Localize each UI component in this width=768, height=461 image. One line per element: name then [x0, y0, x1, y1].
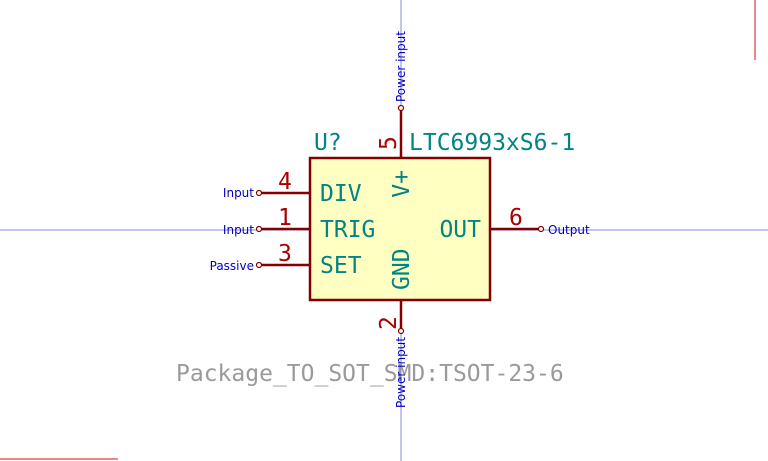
- pin-set-name: SET: [320, 253, 362, 279]
- pin-vplus-end[interactable]: [397, 104, 405, 112]
- pin-set-end[interactable]: [255, 261, 263, 269]
- pin-vplus-number: 5: [376, 136, 402, 150]
- pin-set-type: Passive: [210, 259, 254, 273]
- pin-div-type: Input: [223, 186, 254, 200]
- pin-trig-number: 1: [278, 205, 292, 231]
- pin-out-end[interactable]: [537, 225, 545, 233]
- pin-set-number: 3: [278, 241, 292, 267]
- pin-trig-name: TRIG: [320, 217, 375, 243]
- pin-gnd-name: GND: [389, 248, 415, 290]
- symbol-reference[interactable]: U?: [314, 130, 342, 156]
- pin-div-name: DIV: [320, 181, 362, 207]
- pin-vplus-name: V+: [389, 170, 415, 198]
- symbol-footprint[interactable]: Package_TO_SOT_SMD:TSOT-23-6: [176, 361, 564, 387]
- pin-vplus-type: Power input: [394, 31, 408, 102]
- pin-trig-type: Input: [223, 223, 254, 237]
- pin-gnd-number: 2: [376, 316, 402, 330]
- symbol-value[interactable]: LTC6993xS6-1: [409, 130, 575, 156]
- pin-trig-end[interactable]: [255, 225, 263, 233]
- pin-out-type: Output: [548, 223, 590, 237]
- pin-out-name: OUT: [439, 217, 481, 243]
- symbol-body[interactable]: [308, 156, 492, 302]
- pin-out-number: 6: [509, 205, 523, 231]
- pin-div-number: 4: [278, 169, 292, 195]
- pin-gnd-type: Power input: [394, 337, 408, 408]
- pin-gnd-end[interactable]: [397, 327, 405, 335]
- pin-div-end[interactable]: [255, 189, 263, 197]
